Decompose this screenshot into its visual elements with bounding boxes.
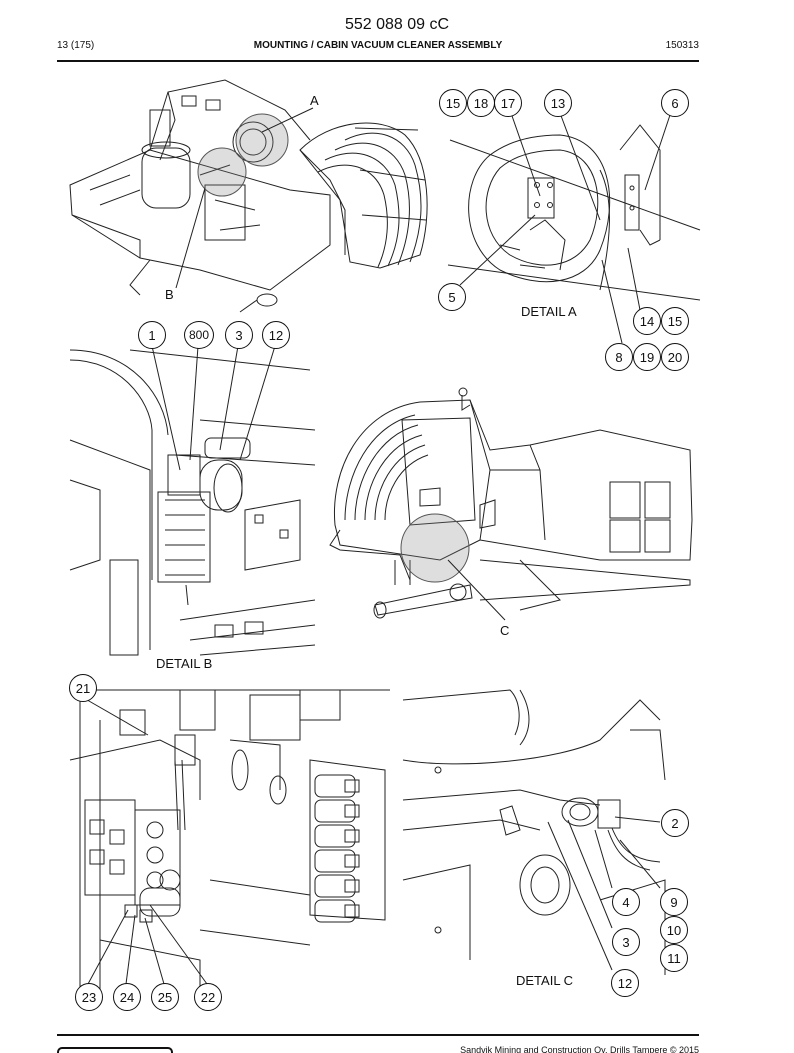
header-rule xyxy=(57,60,699,62)
callout-17: 17 xyxy=(494,89,522,117)
copyright-text: Sandvik Mining and Construction Oy, Dril… xyxy=(460,1045,699,1053)
callout-5: 5 xyxy=(438,283,466,311)
overview-illustration xyxy=(69,79,428,313)
detail-b-label: DETAIL B xyxy=(156,656,213,671)
callout-12: 12 xyxy=(262,321,290,349)
callout-21: 21 xyxy=(69,674,97,702)
document-number: 552 088 09 cC xyxy=(344,16,450,33)
company-logo xyxy=(57,1047,173,1053)
callout-15-lower: 15 xyxy=(661,307,689,335)
callout-1: 1 xyxy=(138,321,166,349)
footer-rule xyxy=(57,1034,699,1036)
callout-11: 11 xyxy=(660,944,688,972)
date-code: 150313 xyxy=(665,40,699,51)
page-title: MOUNTING / CABIN VACUUM CLEANER ASSEMBLY xyxy=(253,40,503,51)
callout-23: 23 xyxy=(75,983,103,1011)
callout-13: 13 xyxy=(544,89,572,117)
detail-a-label: DETAIL A xyxy=(521,304,577,319)
page-number: 13 (175) xyxy=(57,40,95,51)
callout-22: 22 xyxy=(194,983,222,1011)
detail-c-illustration xyxy=(402,689,666,975)
callout-8: 8 xyxy=(605,343,633,371)
valve-block-illustration xyxy=(69,689,390,1000)
callout-9: 9 xyxy=(660,888,688,916)
detail-b-illustration xyxy=(69,345,316,656)
view-letter-c: C xyxy=(500,623,510,638)
detail-c-label: DETAIL C xyxy=(516,973,574,988)
callout-3-c: 3 xyxy=(612,928,640,956)
view-letter-b: B xyxy=(165,287,174,302)
callout-2: 2 xyxy=(661,809,689,837)
callout-19: 19 xyxy=(633,343,661,371)
callout-4: 4 xyxy=(612,888,640,916)
callout-3: 3 xyxy=(225,321,253,349)
callout-24: 24 xyxy=(113,983,141,1011)
callout-800: 800 xyxy=(184,321,214,349)
detail-a-illustration xyxy=(447,112,701,344)
callout-25: 25 xyxy=(151,983,179,1011)
callout-6: 6 xyxy=(661,89,689,117)
callout-15: 15 xyxy=(439,89,467,117)
view-letter-a: A xyxy=(310,93,319,108)
page-footer: Sandvik Mining and Construction Oy, Dril… xyxy=(57,1042,699,1053)
callout-10: 10 xyxy=(660,916,688,944)
page-header: 13 (175) MOUNTING / CABIN VACUUM CLEANER… xyxy=(57,40,699,56)
callout-18: 18 xyxy=(467,89,495,117)
callout-20: 20 xyxy=(661,343,689,371)
callout-14: 14 xyxy=(633,307,661,335)
callout-12-c: 12 xyxy=(611,969,639,997)
cabin-overview-illustration xyxy=(329,387,693,621)
